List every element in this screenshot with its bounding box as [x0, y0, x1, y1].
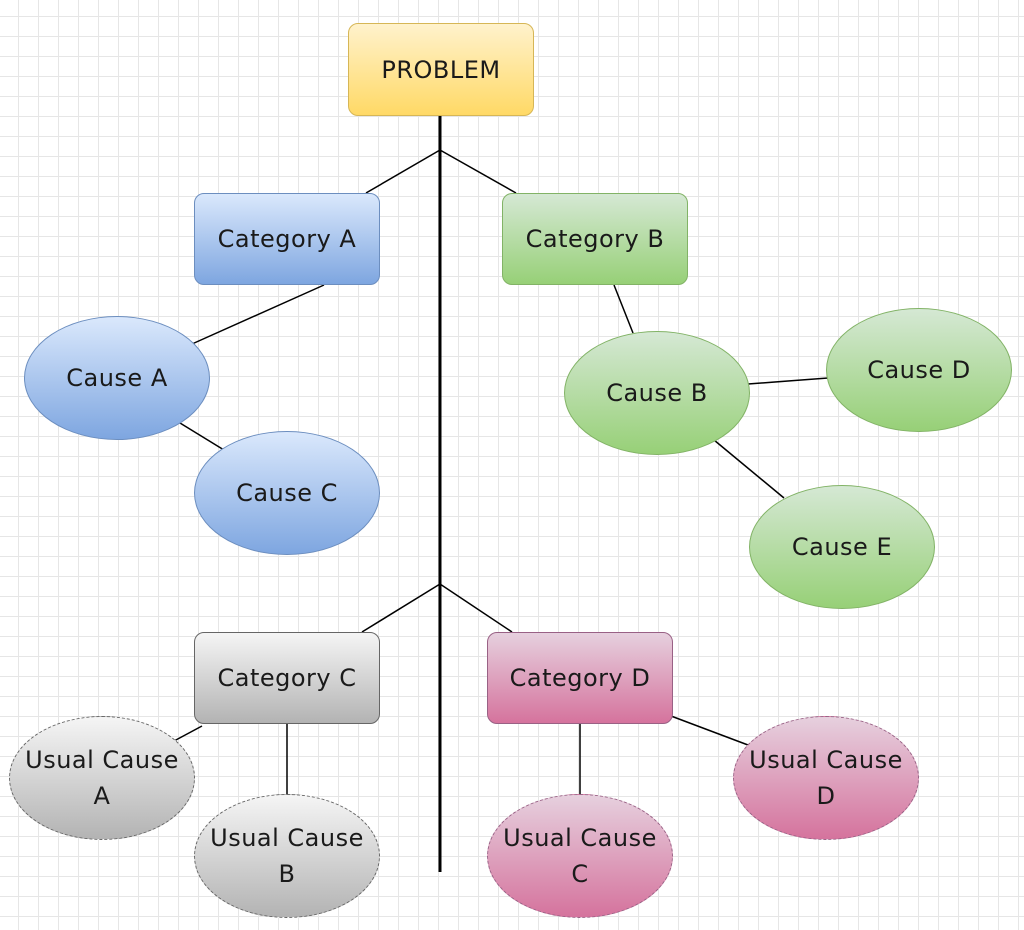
cause-a-ellipse[interactable]: Cause A	[24, 316, 210, 440]
category-a-box[interactable]: Category A	[194, 193, 380, 285]
usual-cause-d-label: Usual Cause D	[749, 746, 903, 810]
category-d-box[interactable]: Category D	[487, 632, 673, 724]
connector-category-a-cause-a	[191, 284, 325, 345]
usual-cause-a-ellipse[interactable]: Usual Cause A	[9, 716, 195, 840]
usual-cause-c-label: Usual Cause C	[503, 824, 657, 888]
cause-b-ellipse[interactable]: Cause B	[564, 331, 750, 455]
cause-d-ellipse[interactable]: Cause D	[826, 308, 1012, 432]
connector-spine-category-c	[361, 583, 441, 633]
category-d-label: Category D	[509, 664, 651, 692]
category-c-box[interactable]: Category C	[194, 632, 380, 724]
connector-spine-category-b	[439, 149, 517, 194]
cause-e-ellipse[interactable]: Cause E	[749, 485, 935, 609]
problem-box[interactable]: PROBLEM	[348, 23, 534, 116]
cause-a-label: Cause A	[66, 364, 168, 392]
category-a-label: Category A	[217, 225, 357, 253]
cause-d-label: Cause D	[867, 356, 971, 384]
usual-cause-b-label: Usual Cause B	[210, 824, 364, 888]
connector-category-d-usual-d	[670, 715, 749, 746]
usual-cause-b-ellipse[interactable]: Usual Cause B	[194, 794, 380, 918]
cause-e-label: Cause E	[791, 533, 893, 561]
usual-cause-a-label: Usual Cause A	[25, 746, 179, 810]
category-c-label: Category C	[217, 664, 357, 692]
connector-cause-a-cause-c	[179, 422, 225, 451]
connector-spine-category-a	[365, 149, 441, 194]
category-b-label: Category B	[525, 225, 665, 253]
connector-category-c-usual-a	[173, 725, 203, 742]
cause-c-label: Cause C	[236, 479, 338, 507]
connector-category-b-cause-b	[613, 284, 634, 334]
cause-b-label: Cause B	[606, 379, 708, 407]
category-b-box[interactable]: Category B	[502, 193, 688, 285]
usual-cause-c-ellipse[interactable]: Usual Cause C	[487, 794, 673, 918]
connector-cause-b-cause-d	[747, 377, 829, 385]
connector-cause-b-cause-e	[713, 439, 785, 499]
cause-c-ellipse[interactable]: Cause C	[194, 431, 380, 555]
usual-cause-d-ellipse[interactable]: Usual Cause D	[733, 716, 919, 840]
problem-label: PROBLEM	[381, 55, 501, 84]
connector-spine-category-d	[439, 583, 513, 633]
